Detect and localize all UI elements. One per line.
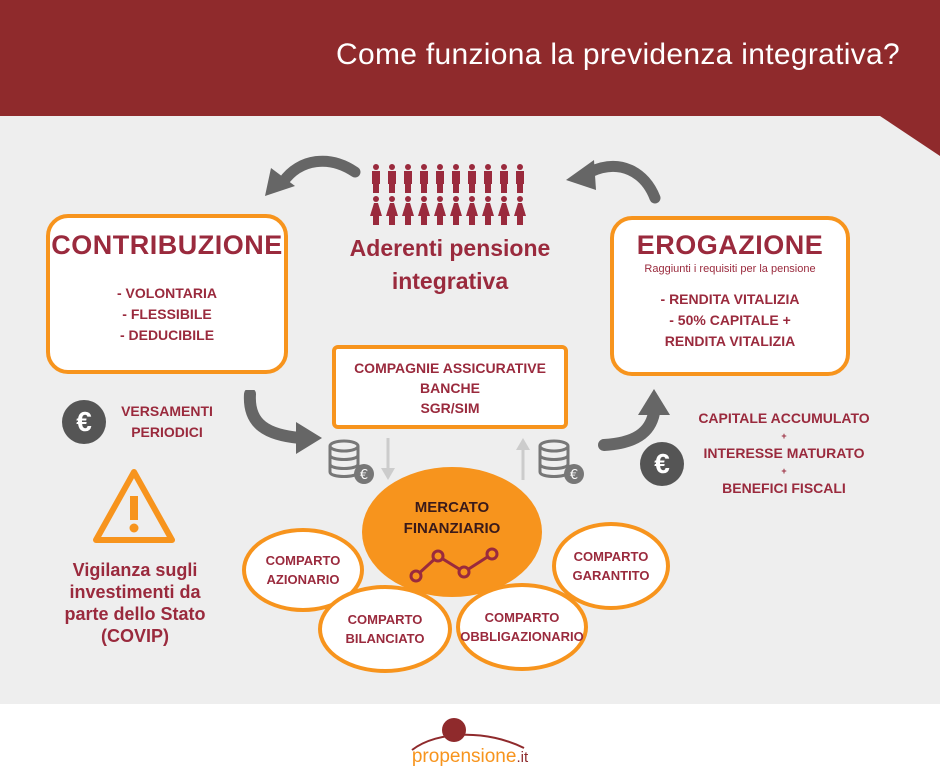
person-male-icon — [500, 164, 508, 193]
person-female-icon — [434, 196, 446, 225]
svg-text:€: € — [570, 468, 578, 483]
person-female-icon — [466, 196, 478, 225]
aderenti-line-2: integrativa — [391, 268, 509, 294]
comparto-label: COMPARTO — [573, 549, 649, 564]
person-female-icon — [450, 196, 462, 225]
arrow-down-thin-icon — [381, 438, 395, 480]
comparto-name: GARANTITO — [572, 568, 650, 583]
contribuzione-box: CONTRIBUZIONE - VOLONTARIA - FLESSIBILE … — [46, 214, 288, 374]
vigilanza-line: Vigilanza sugli — [72, 560, 198, 580]
comparto-name: AZIONARIO — [266, 572, 340, 587]
erogazione-title: EROGAZIONE — [636, 230, 824, 260]
erogazione-subtitle: Raggiunti i requisiti per la pensione — [644, 263, 816, 275]
mercato-finanziario-ellipse: MERCATO FINANZIARIO — [362, 467, 542, 597]
capitale-plus: + — [781, 466, 787, 476]
erogazione-box: EROGAZIONE Raggiunti i requisiti per la … — [610, 216, 850, 376]
person-female-icon — [402, 196, 414, 225]
vigilanza-line: investimenti da — [69, 582, 201, 602]
versamenti-label: VERSAMENTI PERIODICI — [112, 401, 222, 443]
capitale-item: INTERESSE MATURATO — [703, 445, 865, 461]
contribuzione-item: - VOLONTARIA — [116, 285, 218, 301]
versamenti-line-1: VERSAMENTI — [121, 403, 213, 419]
contribuzione-list: - VOLONTARIA - FLESSIBILE - DEDUCIBILE — [50, 283, 284, 346]
erogazione-list: - RENDITA VITALIZIA - 50% CAPITALE + REN… — [614, 289, 846, 352]
comparto-name: OBBLIGAZIONARIO — [460, 629, 584, 644]
comparto-label: COMPARTO — [484, 610, 560, 625]
erogazione-item: - 50% CAPITALE + — [669, 312, 791, 328]
person-female-icon — [482, 196, 494, 225]
person-male-icon — [516, 164, 524, 193]
contribuzione-item: - FLESSIBILE — [122, 306, 212, 322]
person-male-icon — [436, 164, 444, 193]
aderenti-label: Aderenti pensione integrativa — [320, 232, 580, 298]
person-male-icon — [484, 164, 492, 193]
person-male-icon — [388, 164, 396, 193]
person-male-icon — [404, 164, 412, 193]
comparto-obbligazionario: COMPARTO OBBLIGAZIONARIO — [456, 583, 588, 671]
gestori-item: SGR/SIM — [420, 400, 480, 416]
capitale-item: CAPITALE ACCUMULATO — [698, 410, 870, 426]
erogazione-item: - RENDITA VITALIZIA — [660, 291, 800, 307]
euro-symbol: € — [76, 406, 92, 437]
vigilanza-line: (COVIP) — [100, 626, 169, 646]
arrow-left-top-icon — [265, 155, 361, 196]
person-male-icon — [468, 164, 476, 193]
comparto-bilanciato: COMPARTO BILANCIATO — [318, 585, 452, 673]
corner-accent — [880, 116, 940, 156]
person-male-icon — [372, 164, 380, 193]
brand-logo[interactable]: propensione.it — [370, 746, 570, 768]
euro-coin-icon: € — [640, 442, 684, 486]
line-trend-icon — [409, 547, 499, 583]
header-band — [0, 0, 940, 116]
mercato-line-2: FINANZIARIO — [403, 520, 501, 537]
person-female-icon — [386, 196, 398, 225]
arrow-up-thin-icon — [516, 438, 530, 480]
euro-symbol: € — [654, 448, 670, 479]
euro-coin-icon: € — [62, 400, 106, 444]
arrow-right-top-icon — [566, 160, 661, 204]
comparto-name: BILANCIATO — [345, 631, 425, 646]
arrow-to-database-icon — [243, 390, 322, 454]
comparto-garantito: COMPARTO GARANTITO — [552, 522, 670, 610]
gestori-item: BANCHE — [420, 380, 480, 396]
person-male-icon — [452, 164, 460, 193]
gestori-item: COMPAGNIE ASSICURATIVE — [354, 360, 546, 376]
capitale-plus: + — [781, 431, 787, 441]
person-female-icon — [498, 196, 510, 225]
vigilanza-line: parte dello Stato — [64, 604, 206, 624]
warning-triangle-icon — [93, 469, 175, 543]
logo-mark-icon — [411, 718, 525, 751]
person-female-icon — [370, 196, 382, 225]
database-coin-icon: € — [328, 439, 374, 484]
mercato-line-1: MERCATO — [414, 499, 490, 516]
brand-name: propensione — [411, 746, 517, 767]
capitale-list: CAPITALE ACCUMULATO + INTERESSE MATURATO… — [692, 408, 876, 499]
comparto-label: COMPARTO — [265, 553, 341, 568]
person-male-icon — [420, 164, 428, 193]
contribuzione-title: CONTRIBUZIONE — [51, 230, 283, 260]
vigilanza-text: Vigilanza sugli investimenti da parte de… — [52, 559, 218, 647]
erogazione-item: RENDITA VITALIZIA — [664, 333, 796, 349]
capitale-item: BENEFICI FISCALI — [722, 480, 846, 496]
arrow-to-erogazione-icon — [598, 389, 670, 451]
page-title: Come funziona la previdenza integrativa? — [336, 38, 900, 71]
svg-text:€: € — [360, 468, 368, 483]
people-group-icon — [370, 164, 526, 225]
mercato-label: MERCATO FINANZIARIO — [362, 497, 542, 539]
brand-tld: .it — [516, 749, 529, 766]
versamenti-line-2: PERIODICI — [131, 424, 203, 440]
person-female-icon — [418, 196, 430, 225]
gestori-list: COMPAGNIE ASSICURATIVE BANCHE SGR/SIM — [336, 358, 564, 418]
database-coin-icon: € — [538, 439, 584, 484]
gestori-box: COMPAGNIE ASSICURATIVE BANCHE SGR/SIM — [332, 345, 568, 429]
comparto-label: COMPARTO — [347, 612, 423, 627]
contribuzione-item: - DEDUCIBILE — [119, 327, 215, 343]
person-female-icon — [514, 196, 526, 225]
aderenti-line-1: Aderenti pensione — [349, 235, 551, 261]
